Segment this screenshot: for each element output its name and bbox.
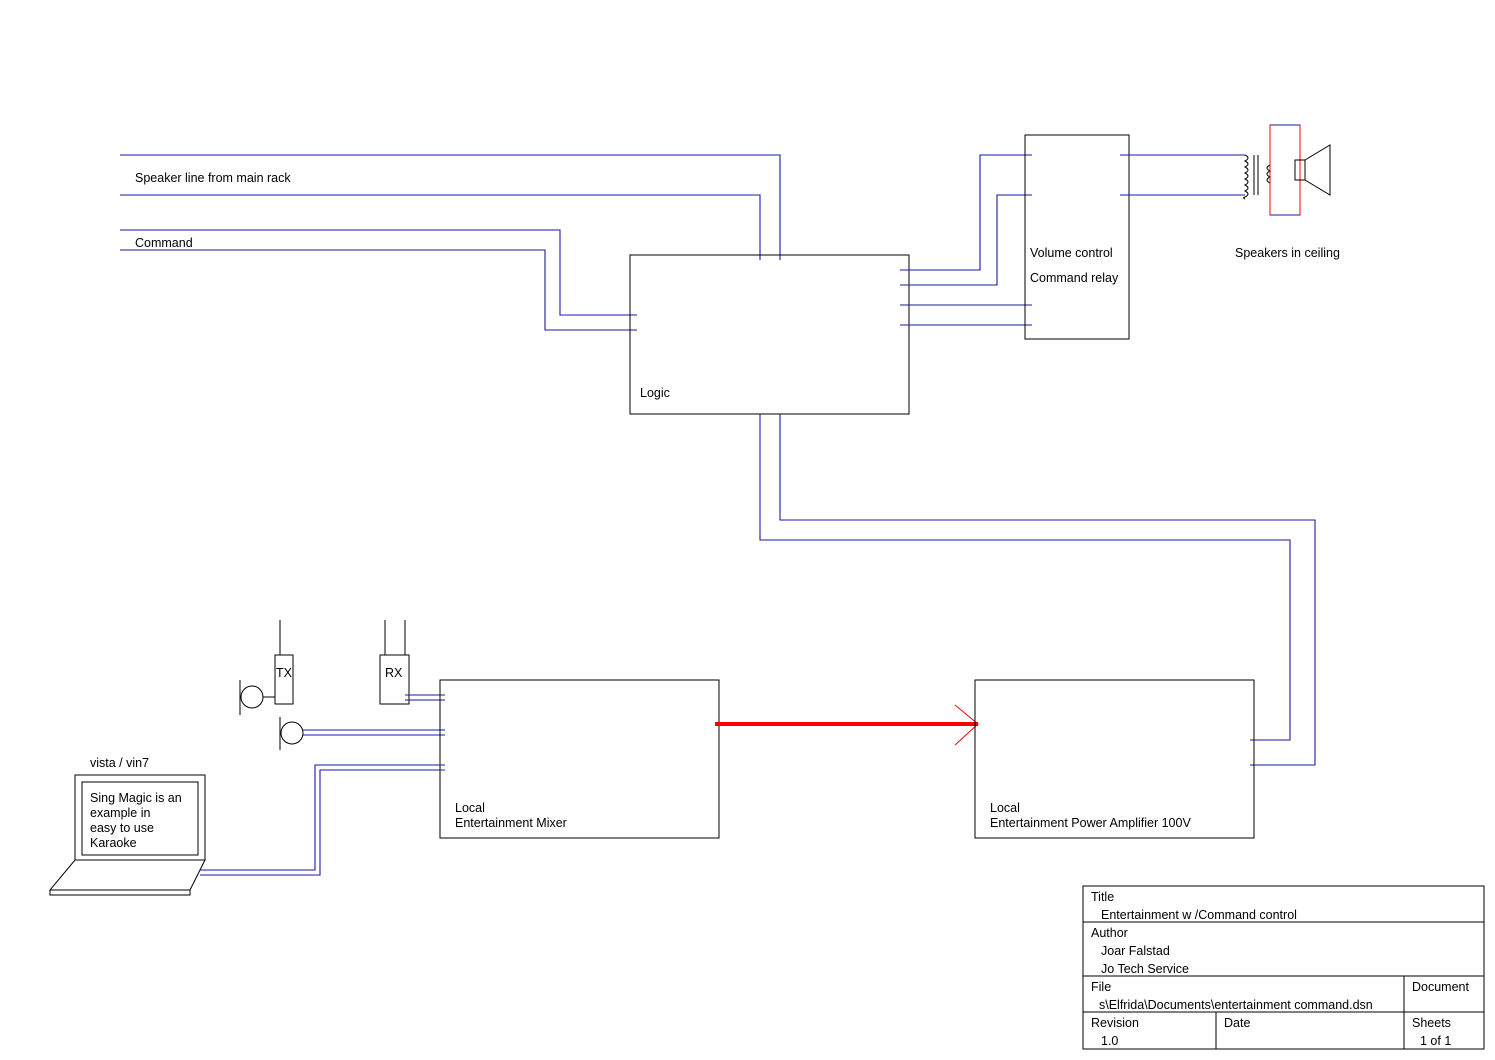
rx-to-mixer-wires (405, 694, 445, 701)
date-label: Date (1224, 1016, 1250, 1030)
laptop-screen-line-2: example in (90, 806, 150, 820)
mixer-label-1: Local (455, 801, 485, 815)
author-value-2: Jo Tech Service (1101, 962, 1189, 976)
command-label: Command (135, 236, 193, 250)
amplifier-block (974, 679, 1255, 839)
title-label: Title (1091, 890, 1114, 904)
laptop-icon (48, 774, 206, 896)
rx-label: RX (385, 666, 403, 680)
mic-to-mixer-wires (303, 729, 445, 736)
author-label: Author (1091, 926, 1128, 940)
sheets-value: 1 of 1 (1420, 1034, 1451, 1048)
command-wires (120, 229, 637, 331)
logic-block (629, 254, 910, 415)
file-value: s\Elfrida\Documents\entertainment comman… (1099, 998, 1373, 1012)
tx-label: TX (276, 666, 293, 680)
wireless-mic-icon (239, 680, 275, 715)
logic-to-amp-wires (759, 414, 1316, 766)
volume-control-block (1024, 134, 1130, 340)
revision-label: Revision (1091, 1016, 1139, 1030)
laptop-screen-line-4: Karaoke (90, 836, 137, 850)
title-value: Entertainment w /Command control (1101, 908, 1297, 922)
file-label: File (1091, 980, 1111, 994)
speaker-line-label: Speaker line from main rack (135, 171, 291, 185)
laptop-to-mixer-wires (200, 764, 445, 876)
sheets-label: Sheets (1412, 1016, 1451, 1030)
laptop-os-label: vista / vin7 (90, 756, 149, 770)
document-label: Document (1412, 980, 1469, 994)
volume-to-speaker-wires (1120, 154, 1245, 196)
volume-control-label: Volume control (1030, 246, 1113, 260)
mixer-block (439, 679, 720, 839)
title-block (1082, 885, 1485, 1050)
logic-label: Logic (640, 386, 670, 400)
laptop-screen-line-3: easy to use (90, 821, 154, 835)
speaker-icon (1269, 124, 1331, 216)
mixer-label-2: Entertainment Mixer (455, 816, 567, 830)
speaker-line-wires (120, 154, 781, 260)
amp-label-2: Entertainment Power Amplifier 100V (990, 816, 1191, 830)
tx-transmitter (274, 620, 294, 705)
revision-value: 1.0 (1101, 1034, 1118, 1048)
logic-to-volume-wires (900, 154, 1032, 326)
author-value-1: Joar Falstad (1101, 944, 1170, 958)
amp-label-1: Local (990, 801, 1020, 815)
transformer-icon (1243, 154, 1272, 200)
laptop-screen-line-1: Sing Magic is an (90, 791, 182, 805)
rx-receiver (379, 620, 410, 705)
wired-mic-icon (279, 717, 304, 750)
command-relay-label: Command relay (1030, 271, 1119, 285)
speakers-in-ceiling-label: Speakers in ceiling (1235, 246, 1340, 260)
mixer-to-amp-signal-arrow (715, 704, 979, 746)
